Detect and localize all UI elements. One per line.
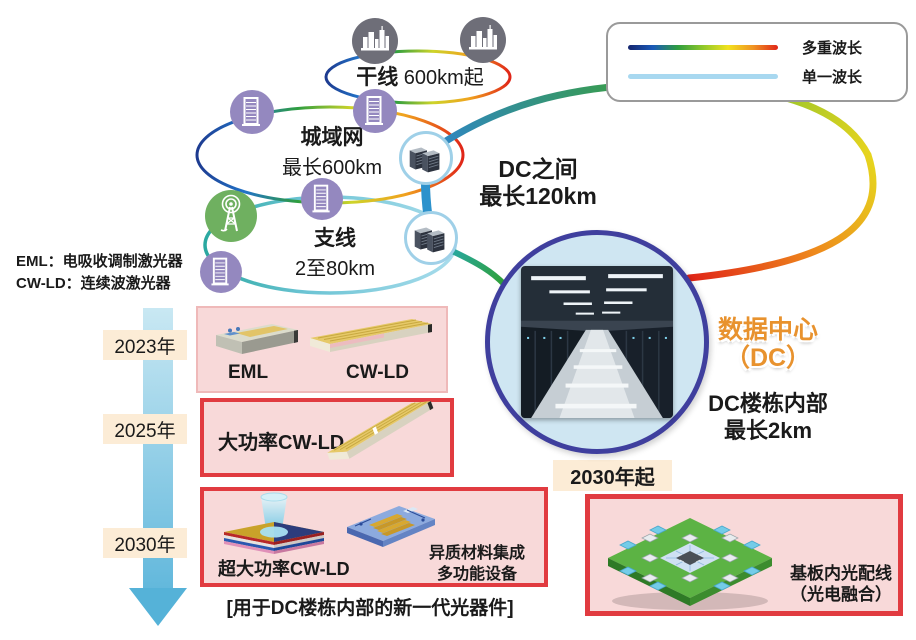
building-icon <box>353 89 397 133</box>
box-2025-device: 大功率CW-LD <box>200 398 454 477</box>
datacenter-title: 数据中心 （DC） <box>688 316 848 372</box>
city-skyline-icon <box>460 17 506 63</box>
metro-name: 城域网 <box>300 126 364 149</box>
metro-distance: 最长600km <box>281 157 383 179</box>
high-power-cwld-label: 大功率CW-LD <box>218 432 345 454</box>
optical-substrate-label-line1: 基板内光配线 <box>790 564 892 583</box>
datacenter-title-line2: （DC） <box>724 344 812 372</box>
datacenter-photo <box>521 266 673 418</box>
wavelength-legend: 多重波长 单一波长 <box>606 22 908 102</box>
trunk-ring-label: 干线 600km起 <box>336 61 504 91</box>
hetero-integration-chip-image <box>347 506 435 547</box>
timeline-arrow-head-icon <box>129 588 187 626</box>
building-node-3 <box>301 178 343 220</box>
ultra-power-cwld-chip-image <box>224 492 324 554</box>
datacenter-sub-distance: 最长2km <box>723 418 813 443</box>
year-chip-2023: 2023年 <box>103 330 187 360</box>
trunk-name: 干线 <box>356 66 399 89</box>
server-racks-icon <box>414 227 445 253</box>
year-chip-2030: 2030年 <box>103 528 187 558</box>
roadmap-caption: [用于DC楼栋内部的新一代光器件] <box>226 598 514 619</box>
year-2030-onward-label: 2030年起 <box>570 467 655 489</box>
glossary: EML：电吸收调制激光器 CW-LD：连续波激光器 <box>16 251 183 295</box>
year-chip-2025: 2025年 <box>103 414 187 444</box>
hetero-integration-label: 异质材料集成 多功能设备 <box>412 543 542 585</box>
trunk-distance: 600km起 <box>403 67 484 89</box>
high-power-cwld-chip-image <box>312 383 459 492</box>
box-2030-devices: 超大功率CW-LD 异质材料集成 多功能设备 <box>200 487 548 587</box>
optical-substrate-label-line2: （光电融合） <box>790 585 892 604</box>
cwld-chip-label: CW-LD <box>346 362 409 383</box>
datacenter-title-line1: 数据中心 <box>717 316 818 344</box>
year-2023-label: 2023年 <box>114 336 176 358</box>
glossary-eml: EML：电吸收调制激光器 <box>16 253 183 270</box>
metro-ring-label: 城域网 最长600km <box>250 121 414 180</box>
building-icon <box>230 90 274 134</box>
antenna-node <box>205 190 257 242</box>
optical-substrate-chip-image <box>608 518 772 610</box>
legend-row-multi: 多重波长 <box>608 37 906 58</box>
eml-chip-image <box>216 324 298 354</box>
ultra-power-cwld-label: 超大功率CW-LD <box>218 559 350 579</box>
legend-label-multi: 多重波长 <box>802 40 863 57</box>
city-skyline-icon <box>352 18 398 64</box>
year-chip-2030-onward: 2030年起 <box>553 460 672 491</box>
datacenter-interior-image <box>521 266 673 418</box>
eml-chip-label: EML <box>228 362 269 383</box>
datacenter-sub-name: DC楼栋内部 <box>708 391 828 416</box>
server-racks-icon <box>409 147 440 173</box>
box-future-device: 基板内光配线 （光电融合） <box>585 494 903 616</box>
dc-link-distance: 最长120km <box>479 183 597 209</box>
datacenter-subtitle: DC楼栋内部 最长2km <box>682 390 854 444</box>
year-2030-label: 2030年 <box>114 534 176 556</box>
hetero-label-line1: 异质材料集成 <box>428 545 525 562</box>
optical-substrate-label: 基板内光配线 （光电融合） <box>778 563 904 605</box>
legend-row-single: 单一波长 <box>608 66 906 87</box>
single-wavelength-line-icon <box>628 74 778 79</box>
building-node-4 <box>200 251 242 293</box>
multi-wavelength-line-icon <box>628 45 778 50</box>
year-2025-label: 2025年 <box>114 420 176 442</box>
building-node-1 <box>353 89 397 133</box>
branch-name: 支线 <box>314 227 356 250</box>
building-icon <box>301 178 343 220</box>
legend-label-single: 单一波长 <box>802 69 863 86</box>
building-icon <box>200 251 242 293</box>
hetero-label-line2: 多功能设备 <box>436 566 517 583</box>
dc-link-name: DC之间 <box>498 156 578 182</box>
box-2023-devices: EML CW-LD <box>196 306 448 393</box>
city-node-2 <box>460 17 506 63</box>
building-node-2 <box>230 90 274 134</box>
dc-server-node-2 <box>404 211 458 265</box>
branch-ring-label: 支线 2至80km <box>258 222 412 281</box>
cwld-chip-image <box>310 319 432 352</box>
antenna-icon <box>205 190 257 242</box>
datacenter-circle <box>485 230 709 454</box>
dc-link-label: DC之间 最长120km <box>452 156 624 210</box>
city-node-1 <box>352 18 398 64</box>
branch-distance: 2至80km <box>294 258 376 280</box>
glossary-cwld: CW-LD：连续波激光器 <box>16 275 171 292</box>
dc-server-node-1 <box>399 131 453 185</box>
